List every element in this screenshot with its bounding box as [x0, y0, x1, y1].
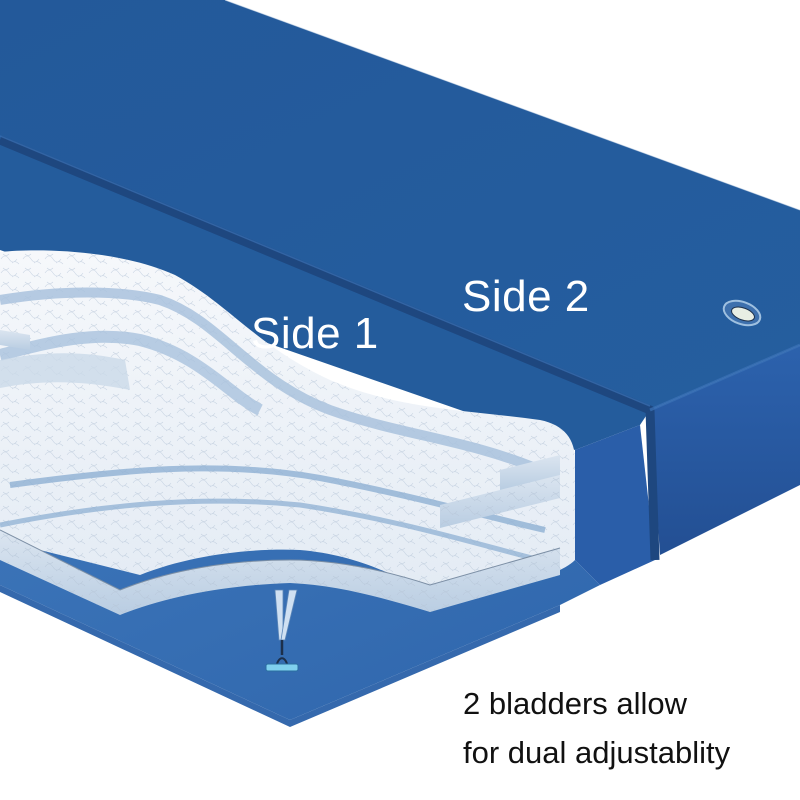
mattress-front-face-side2 — [650, 345, 800, 555]
fiber-layer-groove — [0, 287, 542, 475]
fiber-layer-groove — [0, 330, 263, 416]
fill-valve-icon — [722, 299, 762, 327]
liner-edge — [0, 585, 560, 727]
baffle-tie-anchor-icon — [265, 589, 299, 672]
mattress-front-face-side1 — [575, 425, 655, 585]
fiber-layer-groove — [0, 498, 541, 563]
side1-label: Side 1 — [251, 309, 379, 358]
caption-line-1: 2 bladders allow — [463, 686, 688, 721]
side2-label: Side 2 — [462, 272, 590, 321]
caption-line-2: for dual adjustablity — [463, 735, 731, 770]
side1-top-surface — [0, 140, 650, 450]
mattress-top-surface — [0, 0, 800, 410]
